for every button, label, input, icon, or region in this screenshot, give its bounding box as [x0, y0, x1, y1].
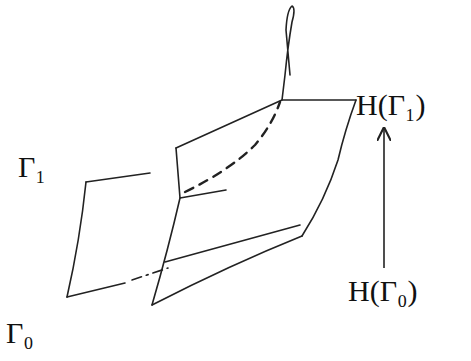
- node-text: H(Γ₀): [348, 274, 417, 309]
- fin-edge: [282, 6, 294, 100]
- surface-label: Γ₀: [6, 316, 34, 351]
- surface-edge: [176, 100, 356, 148]
- surface-edge: [67, 283, 125, 297]
- surface-edge: [86, 173, 150, 182]
- surface-edge: [152, 198, 180, 305]
- node-text: H(Γ₁): [356, 88, 425, 123]
- surface-edge: [152, 236, 302, 305]
- surface-edge: [302, 100, 356, 236]
- arrow-connector: [383, 129, 385, 269]
- surface-edge: [165, 225, 300, 262]
- math-label-node: H(Γ₁): [352, 86, 429, 125]
- surface-label: Γ₁: [18, 150, 46, 185]
- surface-edge: [67, 182, 86, 297]
- hidden-curve: [185, 102, 280, 192]
- math-label-node: H(Γ₀): [344, 272, 421, 311]
